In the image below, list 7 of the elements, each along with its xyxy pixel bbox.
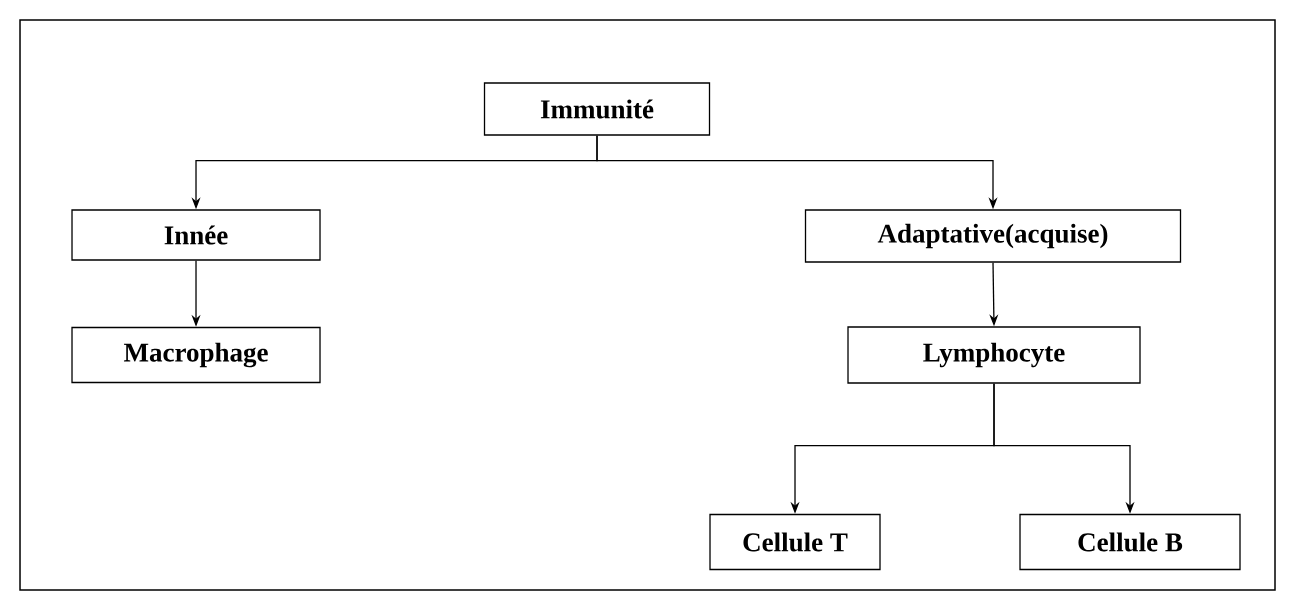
text-box: Lymphocyte	[847, 326, 1141, 384]
text-box: Macrophage	[71, 326, 321, 384]
text-box: Cellule T	[709, 513, 881, 571]
text-box: Adaptative(acquise)	[804, 209, 1182, 263]
text-box: Innée	[71, 209, 321, 261]
text-box: Immunité	[483, 82, 711, 136]
text-box: Cellule B	[1019, 513, 1241, 571]
